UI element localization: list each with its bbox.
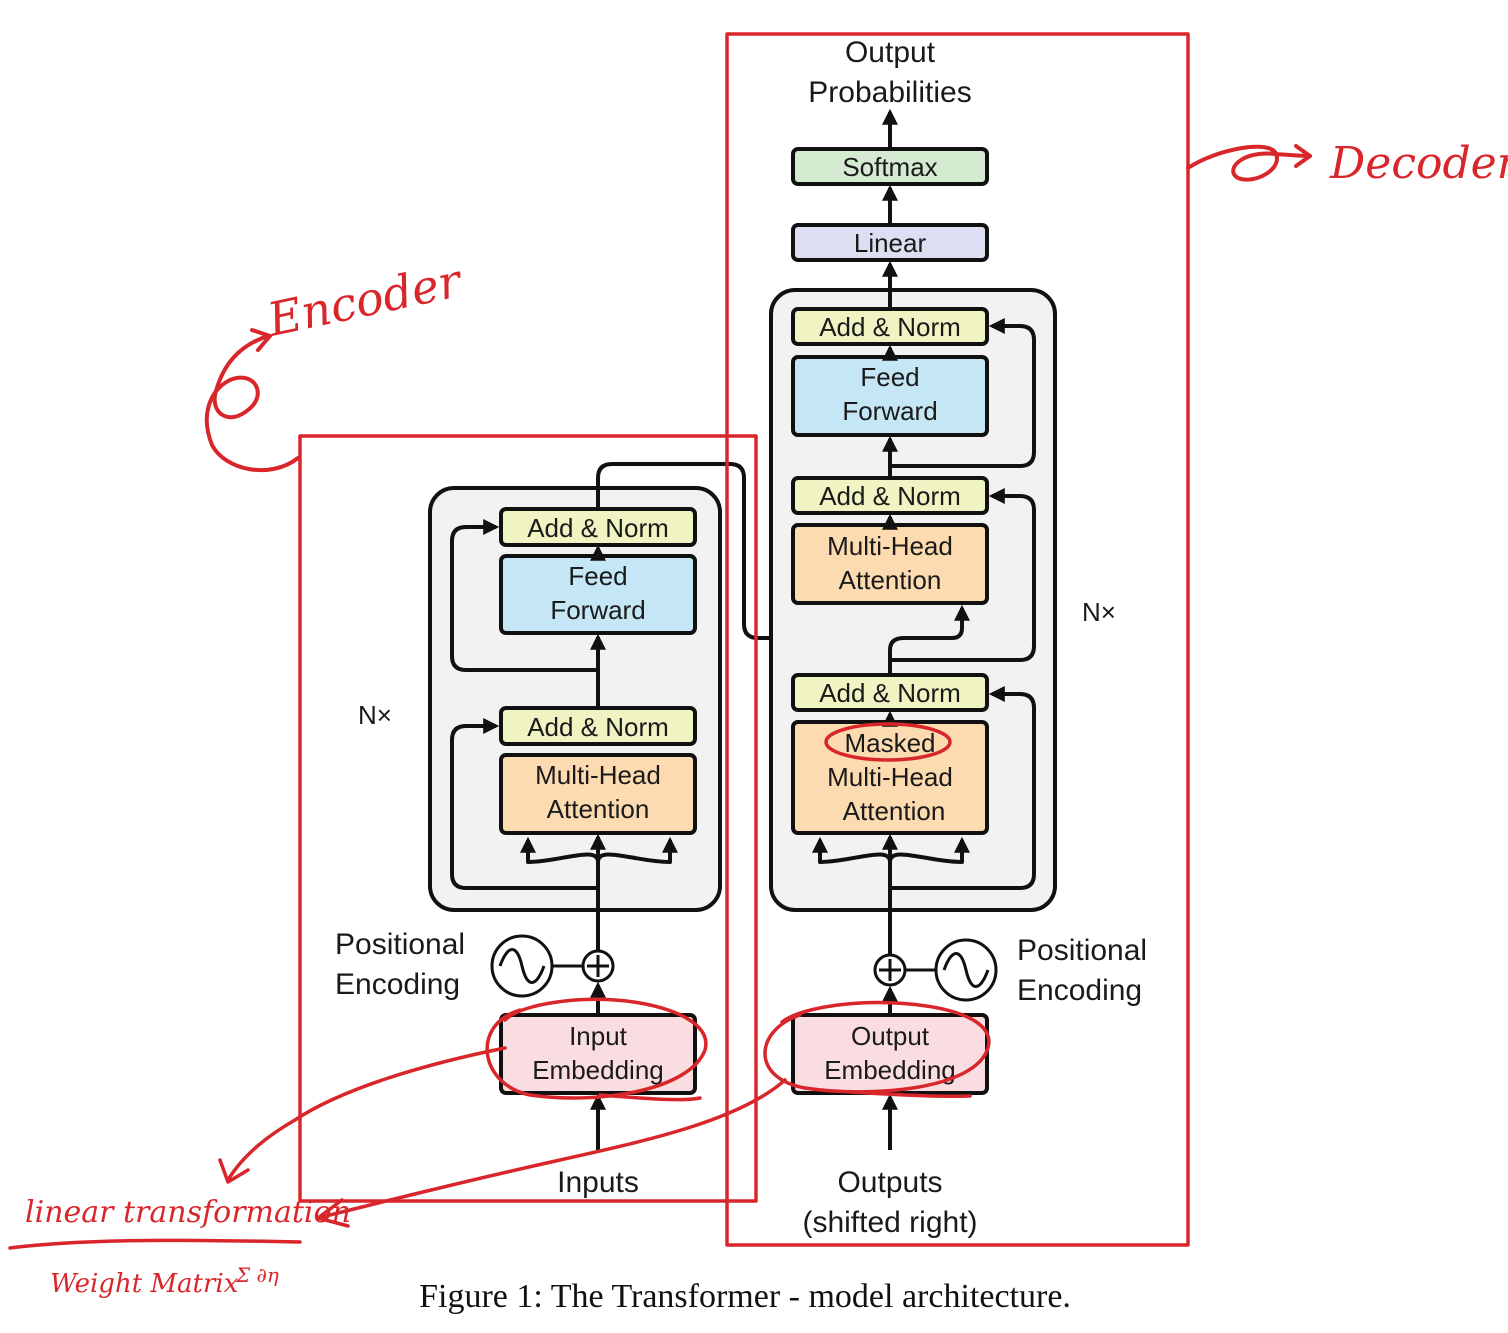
decoder-embedding-label-1: Output xyxy=(851,1021,930,1051)
encoder-positional-encoding-1: Positional xyxy=(335,928,465,961)
decoder-add-norm-top-label: Add & Norm xyxy=(819,312,961,342)
encoder-inputs-label: Inputs xyxy=(557,1166,639,1199)
decoder-softmax-label: Softmax xyxy=(842,152,937,182)
encoder-attention-label-2: Attention xyxy=(547,794,650,824)
decoder-masked-attention-label-1: Masked xyxy=(844,728,935,758)
small-math-note: Σ ∂η xyxy=(235,1263,279,1287)
encoder-add-norm-bottom-label: Add & Norm xyxy=(527,712,669,742)
decoder-positional-encoding-2: Encoding xyxy=(1017,974,1142,1007)
encoder-positional-encoding-2: Encoding xyxy=(335,968,460,1001)
decoder-linear-label: Linear xyxy=(854,228,927,258)
encoder-repeat-label: N× xyxy=(358,700,392,730)
output-embedding-circle-mark xyxy=(763,1000,991,1099)
encoder-feed-forward-label-2: Forward xyxy=(550,595,645,625)
decoder-output-label-2: Probabilities xyxy=(808,76,971,109)
encoder-add-norm-top-label: Add & Norm xyxy=(527,513,669,543)
decoder-repeat-label: N× xyxy=(1082,597,1116,627)
decoder-attention-label-1: Multi-Head xyxy=(827,531,953,561)
encoder-embedding-label-2: Embedding xyxy=(532,1055,664,1085)
decoder-feed-forward-label-2: Forward xyxy=(842,396,937,426)
decoder-add-norm-bottom-label: Add & Norm xyxy=(819,678,961,708)
decoder-note-arrow xyxy=(1186,144,1312,182)
decoder-outputs-label-2: (shifted right) xyxy=(802,1206,977,1239)
encoder-embedding-label-1: Input xyxy=(569,1021,628,1051)
decoder-masked-attention-label-2: Multi-Head xyxy=(827,762,953,792)
encoder-feed-forward-label-1: Feed xyxy=(568,561,627,591)
decoder-note: Decoder. xyxy=(1329,138,1508,189)
encoder-note-arrow xyxy=(204,334,300,473)
masked-circle-mark xyxy=(824,722,952,762)
decoder-masked-attention-label-3: Attention xyxy=(843,796,946,826)
output-embedding-note-arrow xyxy=(316,1078,787,1220)
encoder-highlight-box xyxy=(298,434,758,1203)
decoder-attention-label-2: Attention xyxy=(839,565,942,595)
encoder-note: Encoder xyxy=(262,253,468,347)
linear-transformation-note: linear transformation xyxy=(25,1195,351,1230)
decoder-embedding-label-2: Embedding xyxy=(824,1055,956,1085)
decoder-feed-forward-label-1: Feed xyxy=(860,362,919,392)
decoder-outputs-label-1: Outputs xyxy=(837,1166,942,1199)
decoder-positional-encoding-1: Positional xyxy=(1017,934,1147,967)
weight-matrix-note: Weight Matrix xyxy=(50,1269,239,1299)
input-embedding-circle-mark xyxy=(485,997,708,1102)
note-underline xyxy=(8,1238,302,1250)
decoder-output-label-1: Output xyxy=(845,36,936,69)
figure-caption: Figure 1: The Transformer - model archit… xyxy=(419,1278,1071,1315)
encoder-attention xyxy=(499,753,697,835)
decoder-add-norm-middle-label: Add & Norm xyxy=(819,481,961,511)
encoder-attention-label-1: Multi-Head xyxy=(535,760,661,790)
decoder-highlight-box xyxy=(725,32,1190,1247)
encoder-stack xyxy=(428,486,722,912)
input-embedding-note-arrow xyxy=(226,1046,507,1182)
